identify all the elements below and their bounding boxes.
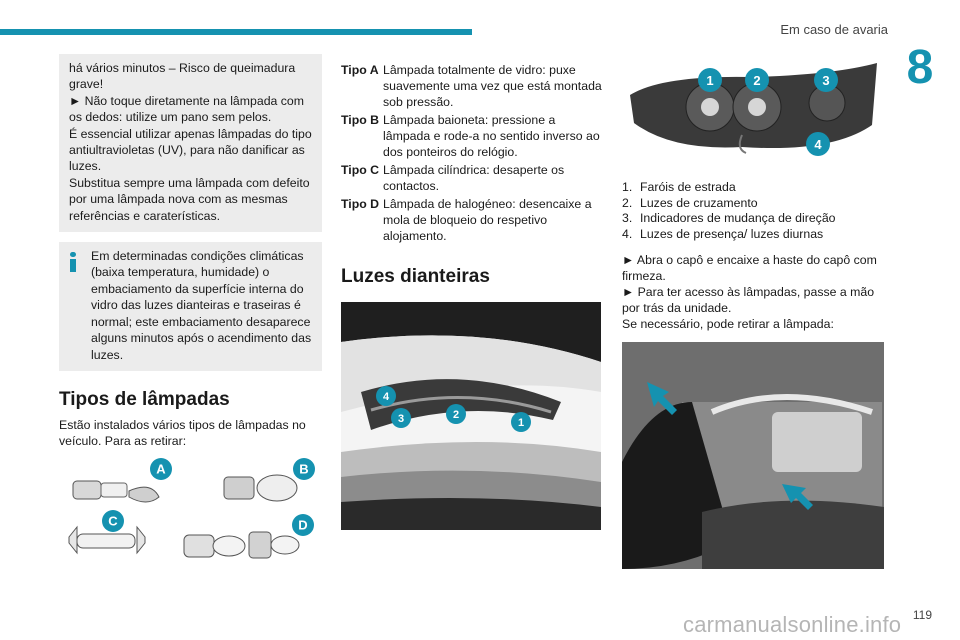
headlamp-label-1: 1 (698, 68, 722, 92)
info-box: Em determinadas condições climáticas (ba… (59, 242, 322, 371)
svg-text:B: B (299, 461, 308, 476)
header-accent-bar (0, 29, 472, 35)
list-item: 4.Luzes de presença/ luzes diurnas (622, 226, 824, 241)
warning-line: Substitua sempre uma lâmpada com defeito… (69, 175, 310, 223)
warning-line: ► Não toque diretamente na lâmpada com o… (69, 93, 305, 125)
headlamp-label-4: 4 (806, 132, 830, 156)
arrow-icon (647, 382, 677, 416)
headlamp-label-2: 2 (745, 68, 769, 92)
bulb-c-icon (68, 525, 146, 555)
column-middle: Tipo A Lâmpada totalmente de vidro: puxe… (341, 62, 603, 535)
section-title: Em caso de avaria (780, 22, 888, 37)
bulb-b-icon (223, 474, 298, 502)
arrow-icon (782, 484, 813, 511)
lamp-type-key: Tipo D (341, 197, 380, 211)
lamp-type-text: Lâmpada baioneta: pressione a lâmpada e … (383, 113, 600, 159)
list-item: 1.Faróis de estrada (622, 180, 736, 194)
svg-text:A: A (156, 461, 166, 476)
badge-b: B (293, 457, 315, 480)
lamp-type-text: Lâmpada cilíndrica: desaperte os contact… (383, 163, 565, 193)
front-lights-heading: Luzes dianteiras (341, 266, 490, 287)
badge-c: C (102, 509, 124, 532)
lamp-type-row: Tipo B Lâmpada baioneta: pressione a lâm… (341, 112, 603, 162)
svg-text:D: D (298, 517, 307, 532)
lamp-type-row: Tipo A Lâmpada totalmente de vidro: puxe… (341, 62, 603, 112)
svg-text:4: 4 (814, 137, 822, 152)
lamp-type-text: Lâmpada de halogéneo: desencaixe a mola … (383, 197, 592, 243)
svg-text:1: 1 (518, 417, 524, 429)
info-text: Em determinadas condições climáticas (ba… (91, 249, 312, 362)
warning-line: É essencial utilizar apenas lâmpadas do … (69, 126, 312, 174)
column-right: 1 2 3 4 1.Faróis de estrada 2.Luzes de c… (622, 55, 884, 574)
car-label-3: 3 (391, 408, 411, 428)
warning-box: há vários minutos – Risco de queimadura … (59, 54, 322, 233)
lamp-type-key: Tipo B (341, 113, 380, 127)
lamp-type-text: Lâmpada totalmente de vidro: puxe suavem… (383, 63, 602, 109)
page-number: 119 (912, 608, 932, 622)
lamp-types-heading: Tipos de lâmpadas (59, 388, 230, 410)
info-icon (70, 252, 76, 273)
car-label-4: 4 (376, 386, 396, 406)
watermark: carmanualsonline.info (683, 612, 902, 637)
svg-text:C: C (108, 513, 118, 528)
list-item: 3.Indicadores de mudança de direção (622, 211, 836, 226)
svg-text:3: 3 (398, 413, 404, 425)
lamp-type-key: Tipo A (341, 63, 379, 77)
chapter-number: 8 (906, 41, 934, 94)
list-item: 2.Luzes de cruzamento (622, 195, 758, 210)
instruction-step: ► Para ter acesso às lâmpadas, passe a m… (622, 285, 875, 316)
instruction-step: ► Abra o capô e encaixe a haste do capô … (622, 253, 877, 284)
headlamp-rear-illustration: 1 2 3 4 (622, 55, 884, 163)
warning-line: há vários minutos – Risco de queimadura … (69, 61, 296, 92)
lamp-type-row: Tipo C Lâmpada cilíndrica: desaperte os … (341, 162, 603, 196)
light-legend-list: 1.Faróis de estrada 2.Luzes de cruzament… (622, 180, 884, 242)
lamp-type-row: Tipo D Lâmpada de halogéneo: desencaixe … (341, 196, 603, 246)
svg-text:2: 2 (453, 409, 459, 421)
headlamp-label-3: 3 (814, 68, 838, 92)
column-left: há vários minutos – Risco de queimadura … (59, 54, 322, 579)
svg-text:1: 1 (706, 73, 713, 88)
car-label-1: 1 (511, 412, 531, 432)
bulb-types-drawing: A B C D (68, 457, 315, 559)
svg-text:4: 4 (383, 391, 390, 403)
bulb-a-icon (72, 480, 160, 503)
bulb-d-icon (183, 531, 300, 559)
instruction-step: Se necessário, pode retirar a lâmpada: (622, 317, 834, 332)
car-front-illustration: 4 3 2 1 (341, 302, 601, 530)
badge-d: D (292, 513, 314, 536)
badge-a: A (150, 457, 172, 480)
svg-text:3: 3 (822, 73, 829, 88)
instruction-steps: ► Abra o capô e encaixe a haste do capô … (622, 252, 884, 332)
lamp-types-intro: Estão instalados vários tipos de lâmpada… (59, 417, 306, 448)
lamp-type-key: Tipo C (341, 163, 380, 177)
bulb-types-illustration: A B C D (59, 457, 322, 579)
car-label-2: 2 (446, 404, 466, 424)
engine-bay-illustration (622, 342, 884, 570)
lamp-types-table: Tipo A Lâmpada totalmente de vidro: puxe… (341, 62, 603, 246)
svg-text:2: 2 (753, 73, 760, 88)
